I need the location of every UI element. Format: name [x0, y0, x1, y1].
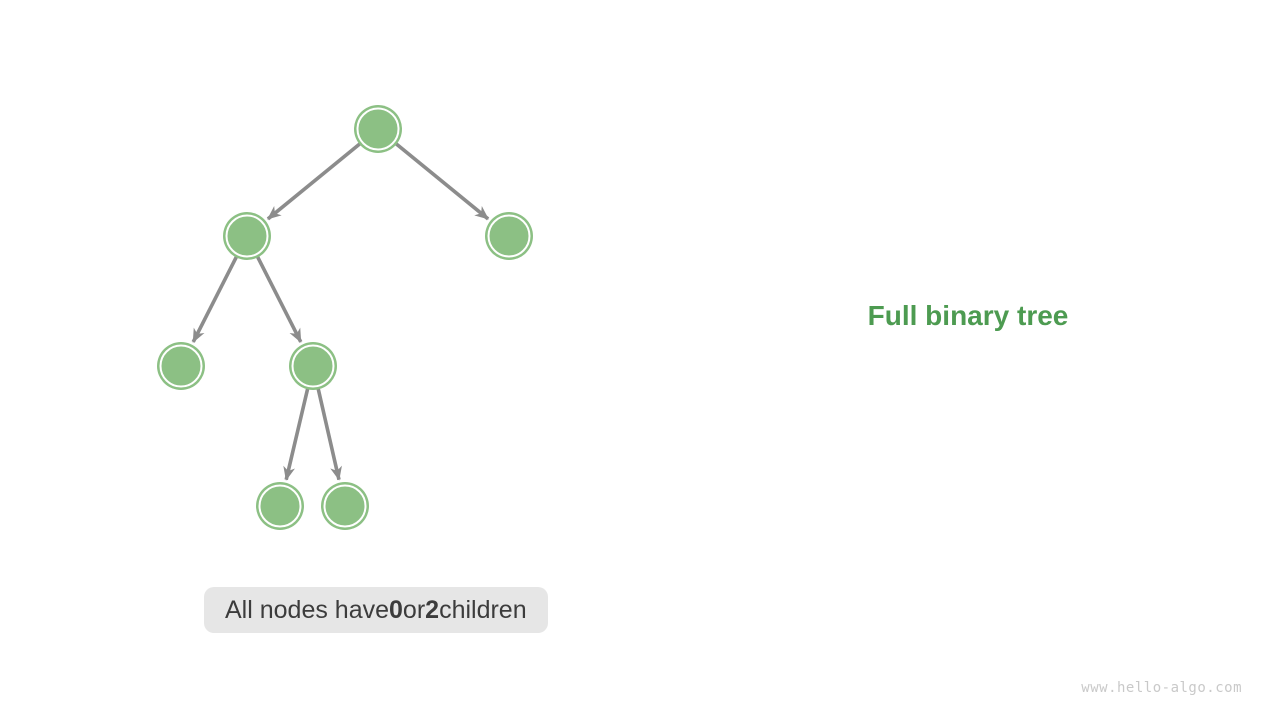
tree-node-disc [223, 212, 271, 260]
tree-node-ring [258, 484, 302, 528]
tree-node-disc [354, 105, 402, 153]
diagram-title: Full binary tree [867, 300, 1069, 331]
tree-node-disc [157, 342, 205, 390]
caption-bold-text: 0 [389, 595, 403, 624]
tree-node-disc [289, 342, 337, 390]
tree-node-disc [256, 482, 304, 530]
caption-box: All nodes have 0 or 2 children [204, 587, 548, 633]
tree-node-ring [159, 344, 203, 388]
caption-text: All nodes have [225, 595, 390, 624]
tree-node-disc [321, 482, 369, 530]
tree-node-ring [323, 484, 367, 528]
watermark: www.hello-algo.com [1081, 680, 1242, 696]
tree-node [256, 482, 304, 530]
tree-node-disc [485, 212, 533, 260]
tree-node-ring [356, 107, 400, 151]
tree-node-ring [225, 214, 269, 258]
tree-node [354, 105, 402, 153]
tree-node-ring [487, 214, 531, 258]
tree-node [289, 342, 337, 390]
tree-node [157, 342, 205, 390]
tree-node [223, 212, 271, 260]
tree-node-ring [291, 344, 335, 388]
tree-node [485, 212, 533, 260]
caption-text: or [402, 595, 426, 624]
tree-nodes-layer [157, 105, 533, 530]
tree-edges-layer [191, 127, 490, 481]
caption-bold-text: 2 [425, 595, 440, 624]
tree-node [321, 482, 369, 530]
caption-text: children [439, 595, 527, 624]
